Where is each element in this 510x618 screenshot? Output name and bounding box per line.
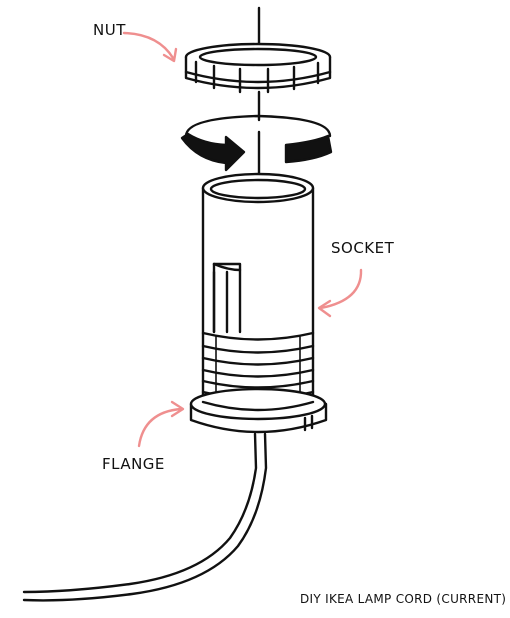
cord	[22, 432, 268, 602]
socket-label: SOCKET	[331, 239, 395, 257]
nut-label: NUT	[93, 21, 126, 39]
nut	[184, 42, 332, 94]
caption: DIY IKEA LAMP CORD (CURRENT)	[300, 592, 507, 606]
flange	[189, 387, 328, 434]
flange-pointer-arrow	[137, 400, 185, 448]
socket	[201, 172, 315, 404]
socket-pointer-arrow	[317, 268, 363, 318]
rotation-arrow	[180, 114, 333, 172]
nut-pointer-arrow	[122, 31, 178, 63]
flange-label: FLANGE	[102, 455, 165, 473]
